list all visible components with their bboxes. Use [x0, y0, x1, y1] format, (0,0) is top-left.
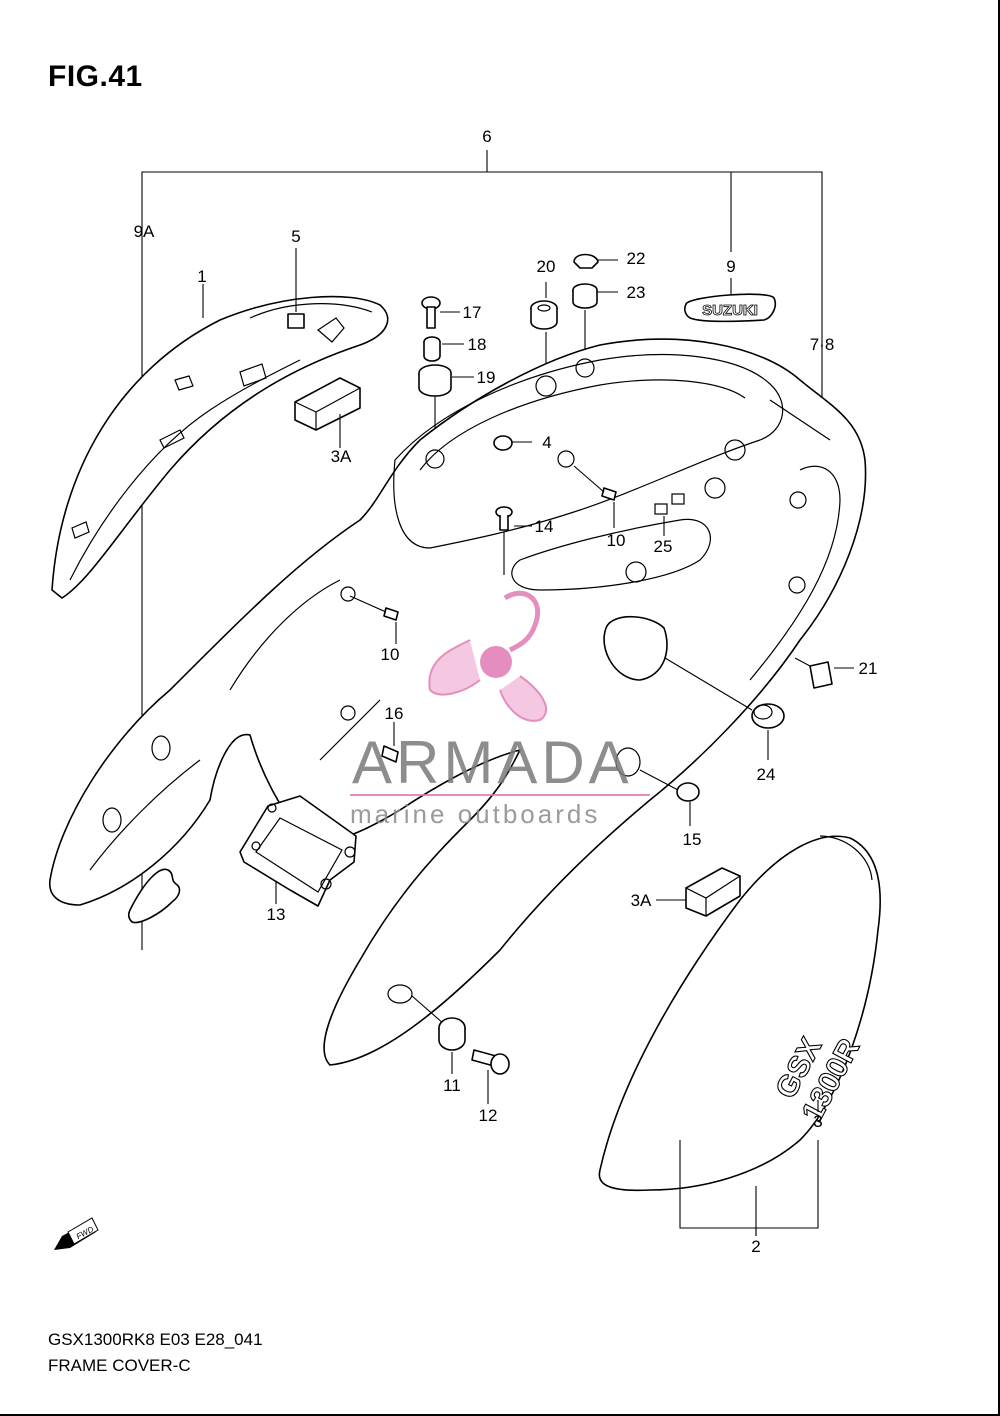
part-9A-shape — [127, 868, 181, 924]
part-2-tail-panel — [598, 835, 881, 1236]
callout-15: 15 — [683, 830, 702, 849]
part-13-bracket — [239, 795, 357, 907]
callout-labels: 6 9A 5 1 9 7·8 20 22 23 17 18 19 4 3A 14… — [134, 127, 878, 1256]
part-3A-pad-lower — [656, 867, 741, 917]
part-9-suzuki-emblem: SUZUKI — [684, 293, 777, 323]
callout-10-left: 10 — [381, 645, 400, 664]
part-20-22-23 — [530, 253, 618, 380]
callout-25: 25 — [654, 537, 673, 556]
figure-title: FIG.41 — [48, 60, 143, 93]
callout-9: 9 — [726, 257, 735, 276]
part-16-fastener — [381, 722, 399, 763]
section-name: FRAME COVER-C — [48, 1356, 191, 1375]
callout-18: 18 — [468, 335, 487, 354]
part-17-18-19-stack — [418, 296, 474, 450]
part-25-labels — [654, 493, 685, 536]
callout-3A-upper: 3A — [331, 447, 352, 466]
part-1-side-cowl — [51, 284, 389, 599]
part-24-plug — [603, 616, 785, 760]
callout-6: 6 — [482, 127, 491, 146]
part-11-12-fasteners — [411, 995, 510, 1104]
fwd-arrow: FWD — [54, 1217, 99, 1250]
watermark-tagline: marine outboards — [350, 799, 600, 829]
part-10-screws — [349, 465, 617, 644]
part-14-fastener — [495, 506, 532, 575]
callout-1: 1 — [197, 267, 206, 286]
callout-3A-lower: 3A — [631, 891, 652, 910]
callout-21: 21 — [859, 659, 878, 678]
callout-17: 17 — [463, 303, 482, 322]
callout-20: 20 — [537, 257, 556, 276]
callout-13: 13 — [267, 905, 286, 924]
callout-11: 11 — [443, 1076, 461, 1095]
model-code: GSX1300RK8 E03 E28_041 — [48, 1330, 263, 1349]
callout-22: 22 — [627, 249, 646, 268]
part-6-frame-cover — [49, 338, 867, 1066]
callout-3: 3 — [813, 1112, 822, 1131]
callout-7-8: 7·8 — [810, 335, 835, 354]
callout-5: 5 — [291, 227, 300, 246]
callout-4: 4 — [542, 433, 551, 452]
callout-9A: 9A — [134, 222, 155, 241]
callout-2: 2 — [751, 1237, 760, 1256]
callout-10-right: 10 — [607, 531, 626, 550]
callout-24: 24 — [757, 765, 776, 784]
part-3A-pad-upper — [294, 377, 361, 448]
part-21-label — [794, 657, 854, 689]
callout-12: 12 — [479, 1106, 498, 1125]
watermark-name: ARMADA — [352, 729, 633, 796]
callout-23: 23 — [627, 283, 646, 302]
suzuki-logo-text: SUZUKI — [702, 302, 758, 319]
callout-19: 19 — [477, 368, 496, 387]
part-5-clip — [287, 248, 345, 343]
armada-watermark: ARMADA marine outboards — [350, 590, 650, 829]
callout-16: 16 — [385, 704, 404, 723]
part-15-grommet — [639, 769, 700, 826]
part-4-grommet — [493, 435, 532, 451]
callout-14: 14 — [535, 517, 554, 536]
